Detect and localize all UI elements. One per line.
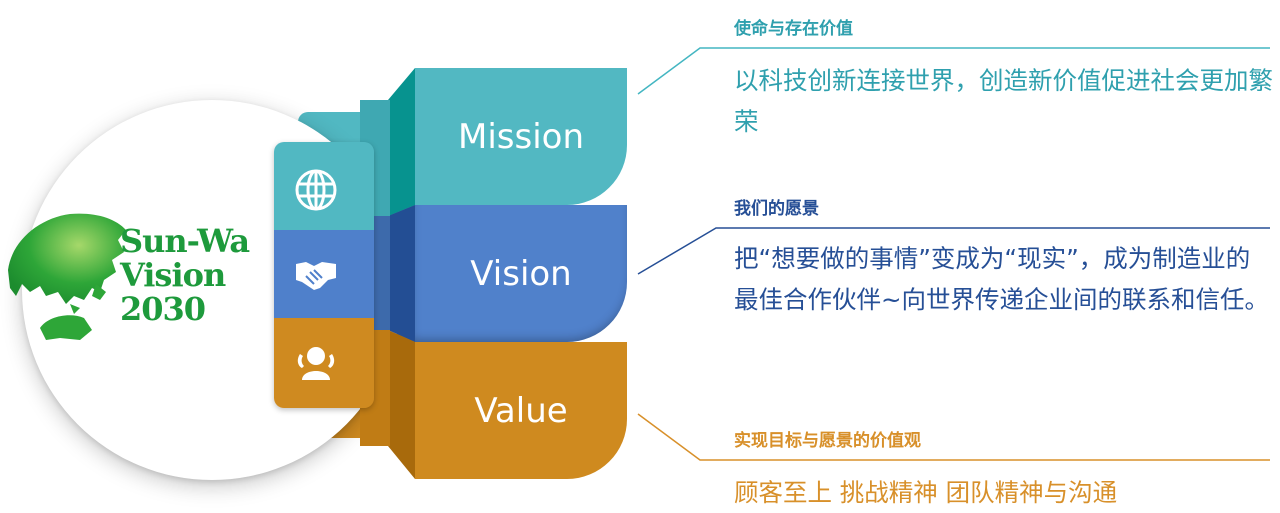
vision-block[interactable]: Vision <box>415 205 627 342</box>
value-tab[interactable] <box>274 318 374 408</box>
mission-label: Mission <box>457 116 584 157</box>
value-connector <box>637 413 1270 461</box>
mission-tab[interactable] <box>274 142 374 230</box>
mission-body: 以科技创新连接世界，创造新价值促进社会更加繁荣 <box>734 66 1273 136</box>
value-title: 实现目标与愿景的价值观 <box>734 431 921 451</box>
logo-line-1: Sun-Wa <box>120 222 250 260</box>
mission-title: 使命与存在价值 <box>734 19 853 39</box>
value-block[interactable]: Value <box>415 342 627 479</box>
vision-side <box>388 205 415 342</box>
mission-side <box>388 68 415 216</box>
vision-label: Vision <box>470 253 572 294</box>
globe-map-icon <box>8 213 126 340</box>
value-side <box>388 330 415 479</box>
vision-connector <box>637 227 1270 275</box>
people-icon <box>297 347 335 380</box>
logo-line-2: Vision <box>120 256 226 294</box>
handshake-icon <box>296 262 336 290</box>
value-body: 顾客至上 挑战精神 团队精神与沟通 <box>734 478 1118 507</box>
mission-block[interactable]: Mission <box>415 68 627 205</box>
icon-tab-column <box>274 142 374 408</box>
vision-body: 把“想要做的事情”变成为“现实”，成为制造业的最佳合作伙伴~向世界传递企业间的联… <box>734 244 1270 314</box>
logo-line-3: 2030 <box>120 290 206 328</box>
vision-tab[interactable] <box>274 230 374 318</box>
vision-title: 我们的愿景 <box>734 199 819 219</box>
globe-icon <box>295 169 337 211</box>
value-label: Value <box>474 390 568 431</box>
logo-text: Sun-Wa Vision 2030 <box>120 222 250 328</box>
mission-connector <box>637 47 1270 95</box>
